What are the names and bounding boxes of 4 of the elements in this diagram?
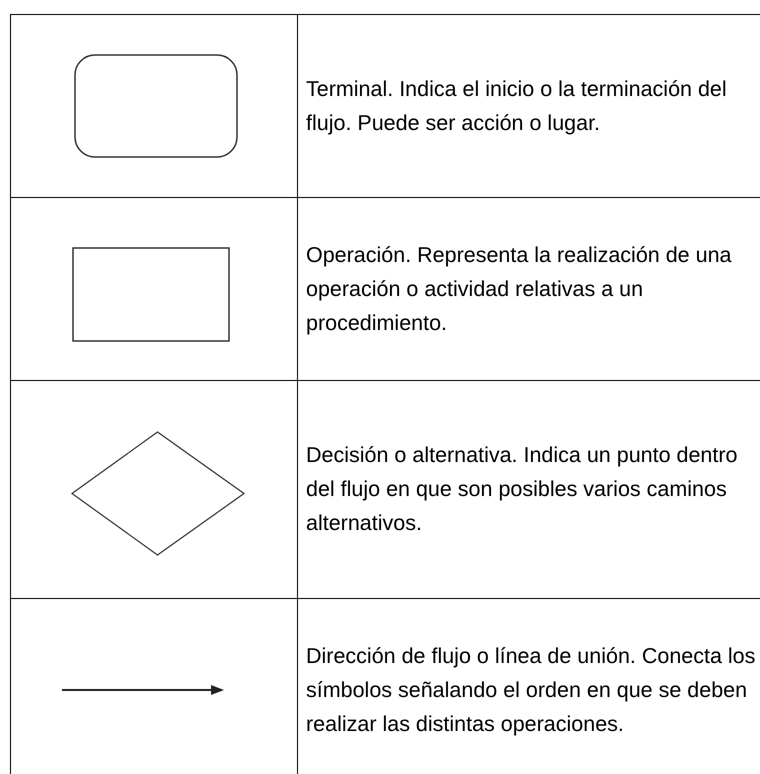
symbol-description: Decisión o alternativa. Indica un punto dentro del flujo en que son posibles varios caminos alternativos. <box>306 442 738 537</box>
symbol-description: Dirección de flujo o línea de unión. Conecta los símbolos señalando el orden en que se deben realizar las distintas operaciones. <box>306 643 756 738</box>
symbol-description: Terminal. Indica el inicio o la terminación del flujo. Puede ser acción o lugar. <box>306 76 728 136</box>
symbol-description: Operación. Representa la realización de una operación o actividad relativas a un procedimiento. <box>306 242 732 336</box>
